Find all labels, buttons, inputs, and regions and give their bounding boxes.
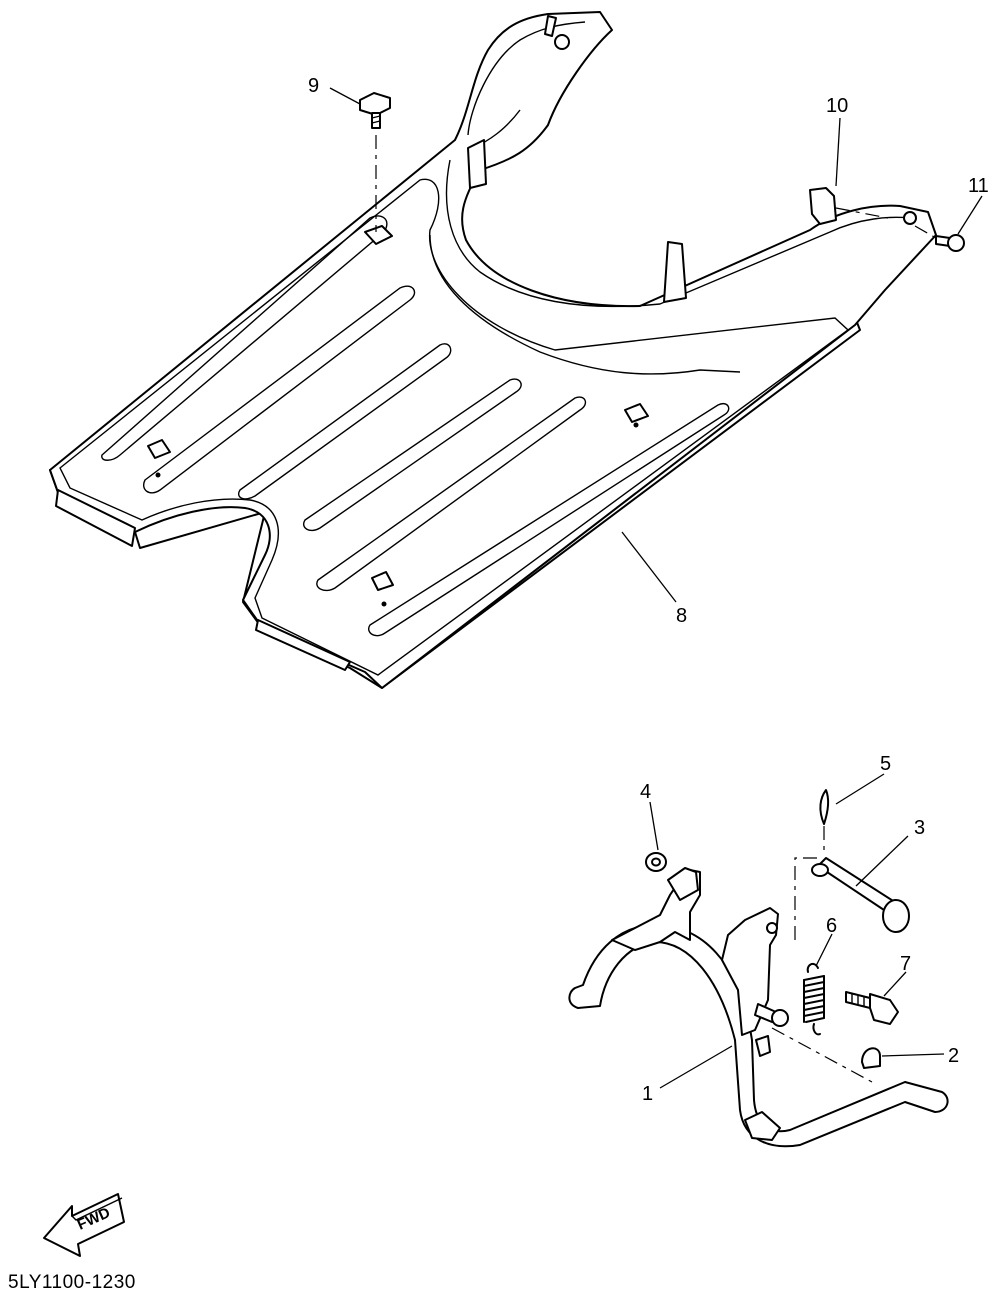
cap-part-2 bbox=[861, 1047, 881, 1069]
callout-7: 7 bbox=[900, 953, 911, 975]
callout-5: 5 bbox=[880, 753, 891, 775]
leader-lines bbox=[329, 87, 983, 1089]
nut-10-guide-line bbox=[835, 207, 889, 219]
main-stand-part-1 bbox=[568, 867, 949, 1148]
screw-part-11 bbox=[935, 234, 965, 252]
callout-4: 4 bbox=[640, 781, 651, 803]
callout-10: 10 bbox=[826, 95, 848, 117]
bolt-part-9 bbox=[359, 92, 391, 129]
callout-6: 6 bbox=[826, 915, 837, 937]
clip-part-5 bbox=[819, 789, 830, 825]
washer-part-4 bbox=[645, 852, 667, 872]
shaft-part-3 bbox=[811, 857, 910, 933]
screw-11-guide-line bbox=[914, 225, 937, 239]
callout-2: 2 bbox=[948, 1045, 959, 1067]
callout-9: 9 bbox=[308, 75, 319, 97]
forward-arrow-icon: FWD bbox=[43, 1193, 125, 1257]
callout-11: 11 bbox=[968, 175, 989, 197]
callout-1: 1 bbox=[642, 1083, 653, 1105]
diagram-code: 5LY1100-1230 bbox=[8, 1272, 136, 1293]
shaft-guide-line bbox=[794, 857, 822, 940]
footrest-board-part-8 bbox=[49, 11, 937, 689]
nut-part-10 bbox=[809, 187, 837, 225]
cap-guide-line bbox=[771, 1027, 873, 1083]
callout-8: 8 bbox=[676, 605, 687, 627]
spring-part-6 bbox=[803, 962, 825, 1036]
callout-3: 3 bbox=[914, 817, 925, 839]
bolt-part-7 bbox=[845, 991, 899, 1025]
